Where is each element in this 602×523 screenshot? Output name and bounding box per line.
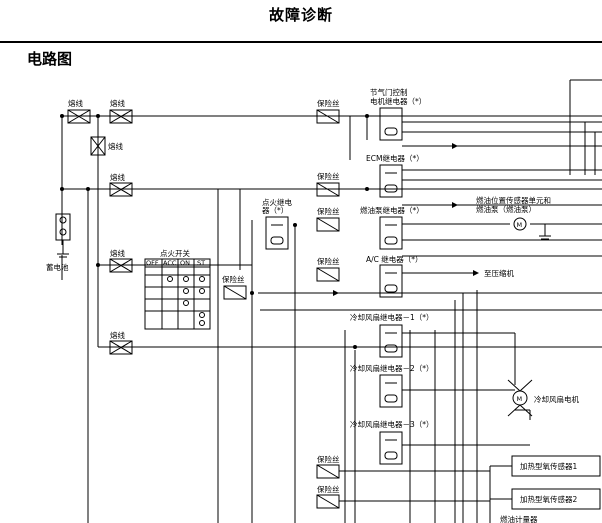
label-fuse-4: 熔线 — [110, 172, 125, 182]
label-sw-off: OFF — [146, 259, 159, 267]
label-breaker-7: 保险丝 — [317, 484, 340, 494]
section-title: 电路图 — [27, 50, 73, 68]
label-ecm-relay: ECM继电器（*） — [366, 153, 424, 163]
label-o2-sensor-1: 加热型氧传感器1 — [520, 461, 577, 471]
label-fuse-2: 熔线 — [110, 98, 125, 108]
label-battery: 蓄电池 — [46, 262, 69, 272]
header-divider — [0, 41, 602, 43]
label-cool-fan-motor: 冷却风扇电机 — [534, 394, 579, 404]
label-fuel-gauge: 燃油计量器 — [500, 514, 538, 523]
label-breaker-3: 保险丝 — [317, 206, 340, 216]
label-fuel-sensor-2: 燃油泵（燃油泵） — [476, 204, 536, 214]
label-fuel-pump-relay: 燃油泵继电器（*） — [360, 205, 424, 215]
label-throttle-relay-1: 节气门控制 — [370, 87, 408, 97]
label-cool-relay-3: 冷却风扇继电器－3（*） — [350, 419, 434, 429]
label-to-compressor: 至压缩机 — [484, 268, 514, 278]
label-breaker-6: 保险丝 — [317, 454, 340, 464]
label-o2-sensor-2: 加热型氧传感器2 — [520, 494, 577, 504]
label-breaker-5: 保险丝 — [222, 274, 245, 284]
label-sw-st: ST — [197, 259, 205, 267]
label-ign-relay-1: 点火继电 — [262, 197, 292, 207]
label-fuel-pump-motor: M — [517, 221, 523, 229]
label-ignition-switch: 点火开关 — [160, 248, 190, 258]
label-breaker-2: 保险丝 — [317, 171, 340, 181]
label-cool-relay-2: 冷却风扇继电器－2（*） — [350, 363, 434, 373]
label-fuel-sensor-1: 燃油位置传感器单元和 — [476, 195, 551, 205]
label-fuse-5: 熔线 — [110, 248, 125, 258]
label-sw-on: ON — [180, 259, 190, 267]
label-sw-acc: ACC — [163, 259, 177, 267]
label-cool-relay-1: 冷却风扇继电器－1（*） — [350, 312, 434, 322]
page-header-title: 故障诊断 — [268, 6, 333, 24]
label-ign-relay-2: 器（*） — [262, 206, 288, 215]
label-throttle-relay-2: 电机继电器（*） — [370, 96, 426, 106]
label-breaker-1: 保险丝 — [317, 98, 340, 108]
label-fuse-6: 熔线 — [110, 330, 125, 340]
label-fan-motor-symbol: M — [517, 395, 523, 403]
label-fuse-3: 熔线 — [108, 141, 123, 151]
label-breaker-4: 保险丝 — [317, 256, 340, 266]
label-ac-relay: A/C 继电器（*） — [366, 254, 423, 264]
label-fuse-1: 熔线 — [68, 98, 83, 108]
